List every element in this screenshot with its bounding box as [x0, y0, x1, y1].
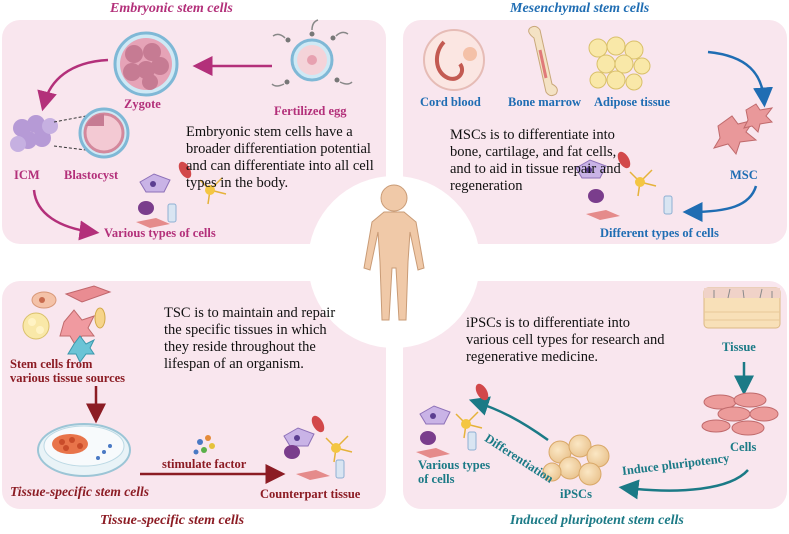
label-stimulate-factor: stimulate factor: [162, 457, 247, 471]
label-fertilized-egg: Fertilized egg: [274, 104, 347, 118]
ipscs-icon: [542, 434, 610, 486]
label-zygote: Zygote: [124, 97, 161, 111]
label-stem-cells-from: Stem cells from: [10, 357, 93, 371]
induced-description: iPSCs is to differentiate into various c…: [466, 315, 665, 365]
embryonic-description: Embryonic stem cells have a broader diff…: [186, 124, 374, 191]
title-tissue-specific: Tissue-specific stem cells: [100, 513, 245, 528]
label-various-cells: Various types of cells: [104, 226, 216, 240]
arrow-icm-to-cells: [32, 189, 100, 241]
petri-dish-icon: [37, 423, 131, 477]
tissue-specific-description: TSC is to maintain and repair the specif…: [164, 305, 336, 372]
blastocyst-icon: [78, 107, 130, 159]
arrow-sources-to-msc: [707, 50, 774, 108]
embryonic-cell-types-icon: [136, 161, 227, 228]
zygote-icon: [113, 31, 179, 97]
label-counterpart-tissue: Counterpart tissue: [260, 487, 361, 501]
stimulate-factor-icon: [193, 435, 215, 455]
human-body-icon: [363, 184, 425, 321]
label-cord-blood: Cord blood: [420, 95, 481, 109]
somatic-cells-icon: [701, 392, 779, 436]
label-cells: Cells: [730, 440, 757, 454]
bone-marrow-icon: [528, 25, 558, 97]
label-adipose-tissue: Adipose tissue: [594, 95, 671, 109]
label-msc: MSC: [730, 168, 758, 182]
icm-icon: [10, 115, 58, 152]
title-induced: Induced pluripotent stem cells: [510, 513, 684, 528]
label-different-cells: Different types of cells: [600, 226, 719, 240]
fertilized-egg-icon: [271, 19, 353, 87]
mesenchymal-description: MSCs is to differentiate into bone, cart…: [450, 127, 621, 194]
label-tissue-specific-inner: Tissue-specific stem cells: [10, 484, 149, 499]
tissue-source-cells-icon: [22, 285, 112, 363]
label-bone-marrow: Bone marrow: [508, 95, 582, 109]
label-blastocyst: Blastocyst: [64, 168, 119, 182]
counterpart-cell-types-icon: [283, 415, 353, 480]
arrow-msc-to-cells: [682, 185, 758, 222]
label-various-tissue-sources: various tissue sources: [10, 371, 126, 385]
ipsc-cell-types-icon: [416, 383, 489, 458]
arrow-cells-to-ipscs: [618, 469, 749, 500]
label-various-types: Various types: [418, 458, 491, 472]
msc-cell-types-icon: [575, 151, 673, 220]
msc-cells-icon: [712, 103, 774, 156]
arrow-ipscs-to-cells: [468, 396, 549, 442]
arrow-zygote-to-icm: [37, 58, 109, 112]
label-icm: ICM: [14, 168, 40, 182]
title-embryonic: Embryonic stem cells: [110, 1, 233, 16]
label-tissue: Tissue: [722, 340, 756, 354]
label-ipscs: iPSCs: [560, 487, 592, 501]
skin-tissue-icon: [703, 287, 781, 329]
adipose-tissue-icon: [588, 36, 651, 91]
cord-blood-icon: [423, 29, 485, 91]
title-mesenchymal: Mesenchymal stem cells: [510, 1, 650, 16]
label-of-cells: of cells: [418, 472, 455, 486]
